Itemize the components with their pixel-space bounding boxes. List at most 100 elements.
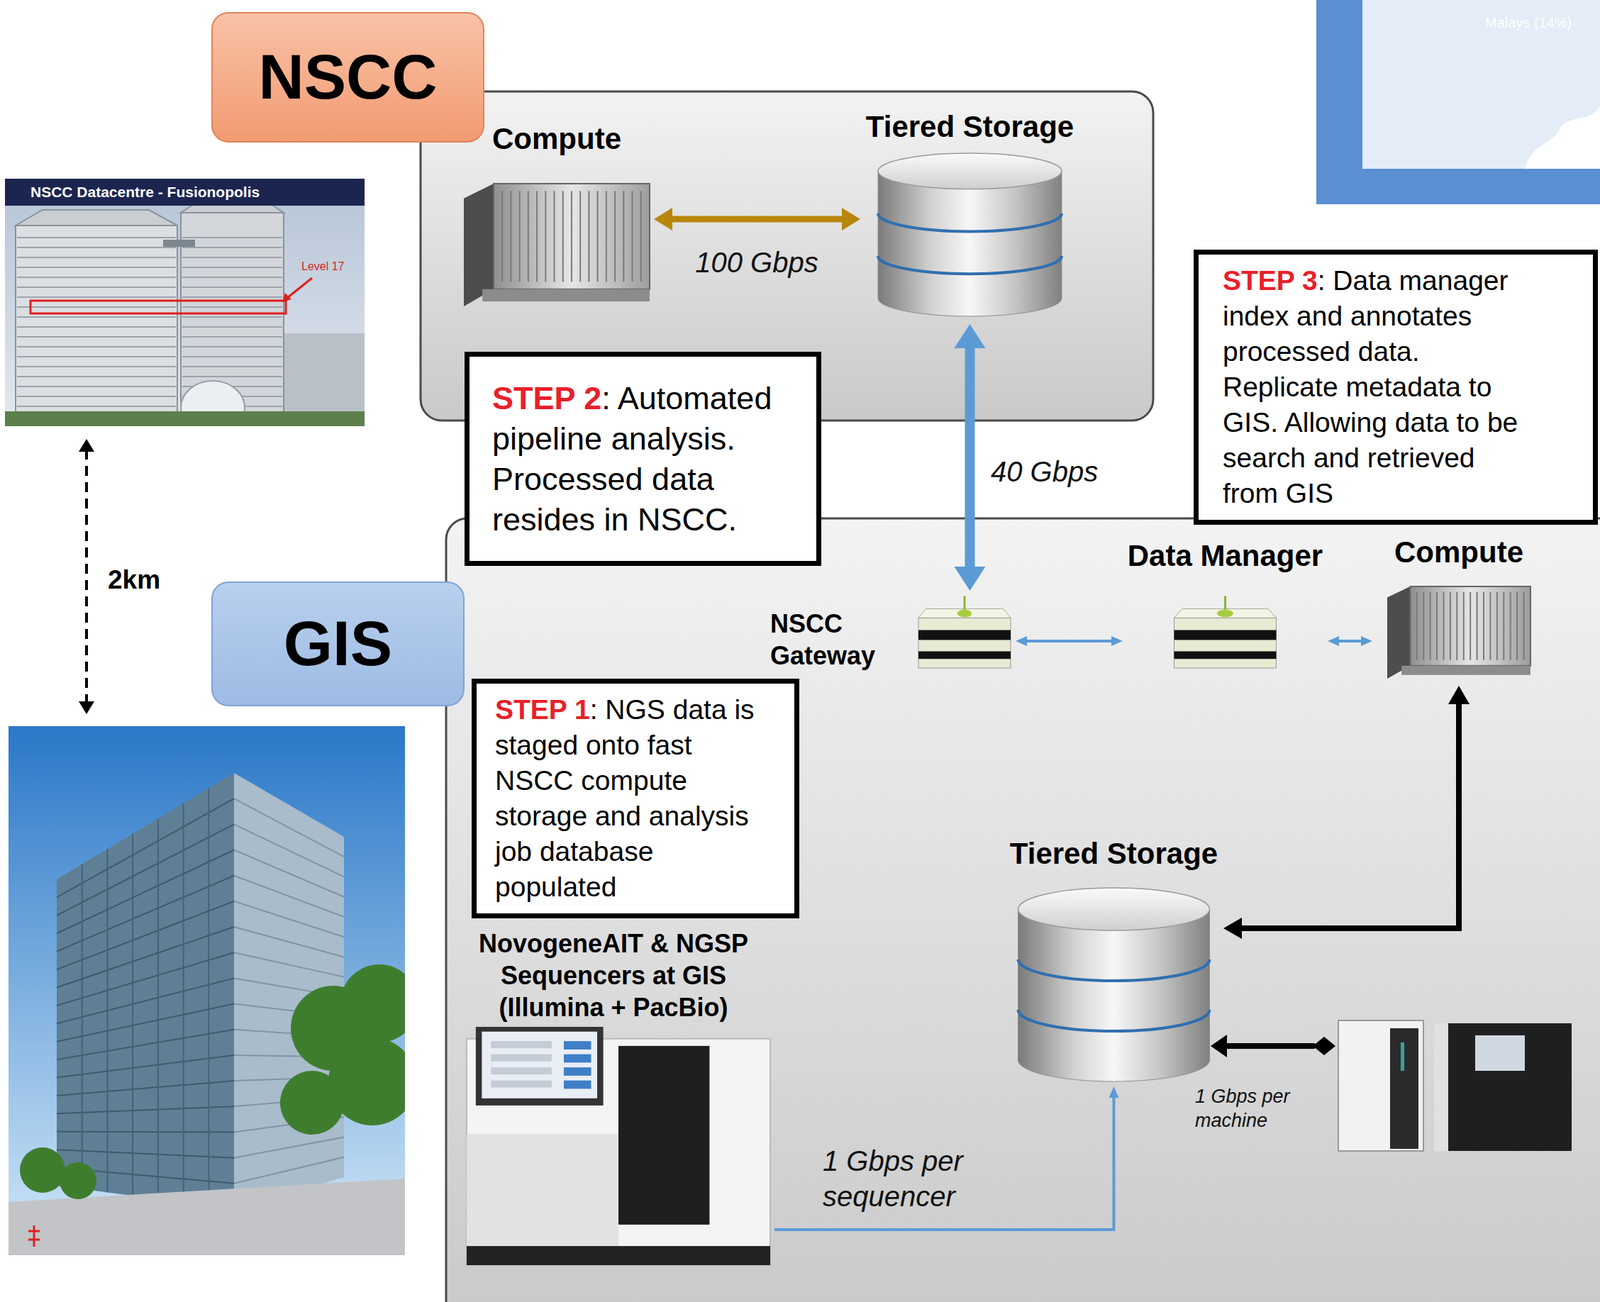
- component-label: Tiered Storage: [865, 109, 1074, 144]
- edge-label-slot: 40 Gbps: [990, 453, 1119, 490]
- server-base: [482, 289, 650, 302]
- window-row: [182, 336, 283, 338]
- map-label: Malays (14%): [1485, 14, 1572, 32]
- appliance-body: [1174, 617, 1277, 669]
- mullion: [81, 864, 83, 1190]
- machine-accent: [1400, 1042, 1405, 1071]
- photo-sky: [4, 178, 365, 427]
- sequencer-node: NovogeneAIT & NGSP Sequencers at GIS (Il…: [453, 927, 774, 1269]
- step-text: : NGS data is staged onto fast NSCC comp…: [495, 694, 755, 903]
- server-icon: [463, 183, 650, 307]
- step-number: STEP 2: [492, 380, 602, 417]
- window-row: [17, 375, 176, 378]
- server-side: [463, 183, 494, 307]
- photo-title-bar: [4, 178, 365, 206]
- floor-line: [56, 1131, 235, 1134]
- server-slat: [1436, 592, 1438, 661]
- window-row: [182, 276, 283, 279]
- photo-caption: NSCC Datacentre - Fusionopolis: [30, 183, 260, 201]
- floor-line: [56, 952, 235, 1006]
- appliance-top: [1174, 609, 1277, 619]
- window-row: [182, 306, 283, 308]
- server-slat: [519, 190, 521, 282]
- screen-field: [490, 1080, 552, 1088]
- server-slat: [631, 190, 634, 282]
- component-label: Compute: [492, 121, 622, 157]
- machine-body: [1434, 1023, 1572, 1152]
- photo-mark: [28, 1230, 40, 1233]
- floor-line: [56, 798, 235, 898]
- component-label: NSCC Gateway: [770, 607, 895, 672]
- window-row: [17, 365, 176, 368]
- window-row: [17, 405, 176, 408]
- level-marker: [30, 300, 286, 314]
- screen-button: [563, 1067, 592, 1076]
- server-front: [493, 183, 650, 290]
- appliance-icon: [1174, 595, 1277, 669]
- datacentre-photo: [4, 178, 365, 427]
- server-slat: [1516, 592, 1518, 661]
- sequencer-lower: [466, 1134, 619, 1247]
- floor-line: [56, 1149, 235, 1158]
- appliance-stripe: [1174, 651, 1277, 659]
- floor-label: Level 17: [301, 260, 345, 274]
- floor-line: [56, 1106, 235, 1114]
- label-slot: 2km: [107, 563, 161, 597]
- server-slat: [1482, 592, 1485, 661]
- window-row: [17, 286, 176, 288]
- machine-link: [1225, 1043, 1315, 1049]
- machine-body: [1338, 1020, 1424, 1152]
- server-slat: [1502, 592, 1505, 661]
- server-slat: [597, 190, 599, 282]
- label-slot: Malays (14%): [1485, 14, 1572, 32]
- screen-button: [563, 1054, 592, 1064]
- sequencer-base: [466, 1246, 771, 1266]
- window-row: [17, 316, 176, 318]
- level-pointer: [287, 278, 313, 298]
- step-number: STEP 3: [1222, 265, 1318, 296]
- server-slat: [1429, 592, 1432, 661]
- bandwidth-label: 1 Gbps per sequencer: [822, 1143, 976, 1215]
- window-row: [17, 266, 176, 269]
- mullion: [182, 803, 185, 1203]
- floor-line: [56, 1055, 235, 1079]
- site-panel-outline: [446, 518, 1600, 1302]
- step-callout: STEP 2: Automated pipeline analysis. Pro…: [464, 351, 822, 566]
- window-row: [182, 375, 283, 378]
- edge-label-slot: 100 Gbps: [685, 244, 828, 281]
- floor-line: [234, 798, 344, 857]
- window-row: [182, 256, 283, 259]
- disk-top: [878, 153, 1062, 190]
- appliance-lamp: [1217, 609, 1234, 618]
- site-badge: GIS: [211, 581, 465, 707]
- tree: [19, 1147, 66, 1193]
- connector: [1026, 639, 1112, 643]
- floor-line: [56, 1080, 235, 1096]
- server-slat: [501, 190, 503, 282]
- window-row: [17, 395, 176, 398]
- compute-node: Compute: [1373, 535, 1544, 685]
- floor-line: [234, 1137, 344, 1159]
- server-front: [1409, 586, 1531, 666]
- data-manager-node: Data Manager: [1124, 539, 1327, 674]
- window-row: [182, 296, 283, 298]
- storage-node: Tiered Storage: [861, 109, 1079, 323]
- window-row: [182, 266, 283, 269]
- map-inset: [1316, 0, 1600, 205]
- server-slat: [1456, 592, 1458, 661]
- window-row: [17, 256, 176, 259]
- trees: [4, 411, 365, 427]
- mullion: [157, 818, 159, 1200]
- server-slat: [640, 190, 642, 282]
- server-slat: [1469, 592, 1471, 661]
- connector: [1241, 704, 1459, 929]
- screen-button: [563, 1041, 592, 1050]
- map-ground: [1362, 0, 1600, 169]
- appliance-top: [918, 609, 1011, 619]
- tree: [280, 1070, 344, 1135]
- map-frame: [1316, 0, 1600, 205]
- server-slat: [536, 190, 538, 282]
- sky-bridge: [163, 239, 196, 247]
- connector: [672, 216, 842, 223]
